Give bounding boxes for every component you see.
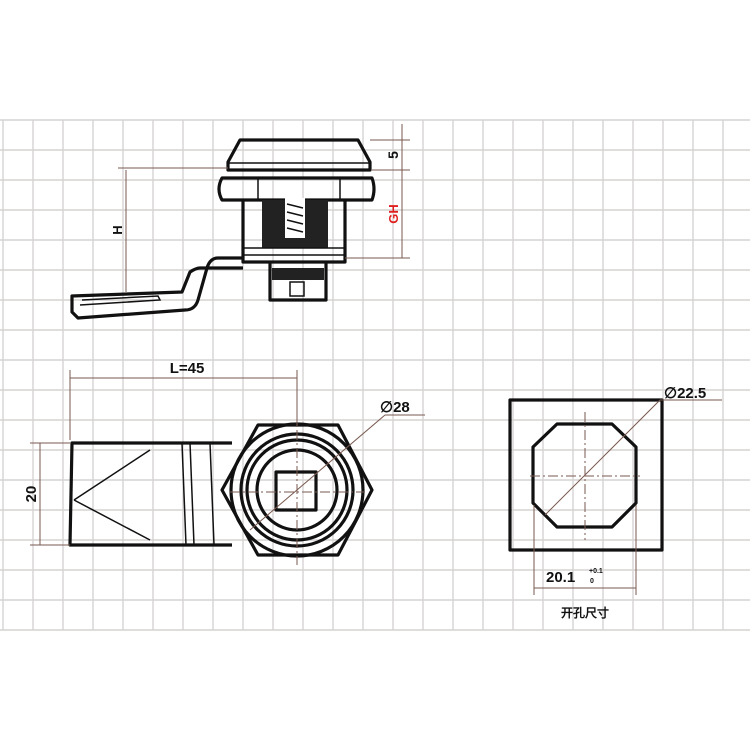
front-view: ∅28 L=45 20 [23, 360, 425, 565]
dim-diameter-28: ∅28 [380, 399, 410, 416]
dim-gh-label: GH [386, 204, 401, 224]
dim-5-label: 5 [385, 151, 401, 159]
cutout-octagon [531, 422, 638, 529]
cutout-caption: 开孔尺寸 [561, 605, 609, 620]
grid [0, 119, 750, 631]
cam-arm [70, 256, 243, 320]
dim-diameter-22-5: ∅22.5 [664, 385, 706, 402]
dim-cutout-width: 20.1 [546, 569, 575, 586]
shaft [268, 262, 328, 302]
dim-width-20: 20 [23, 486, 40, 503]
dim-h-label: H [110, 225, 125, 234]
hex-nut [217, 176, 376, 202]
lock-body [241, 200, 347, 264]
dim-length: L=45 [170, 360, 205, 377]
cutout-view: ∅22.5 20.1 +0.1 0 开孔尺寸 [508, 385, 722, 620]
hex-nut-front [220, 423, 374, 557]
key-square [274, 470, 318, 512]
panel-square [508, 398, 664, 552]
tolerance-upper: +0.1 [589, 568, 603, 575]
lock-cap [226, 138, 372, 172]
cam-plate [68, 441, 232, 547]
tolerance-lower: 0 [590, 578, 594, 585]
side-view: H 5 GH [70, 124, 410, 320]
